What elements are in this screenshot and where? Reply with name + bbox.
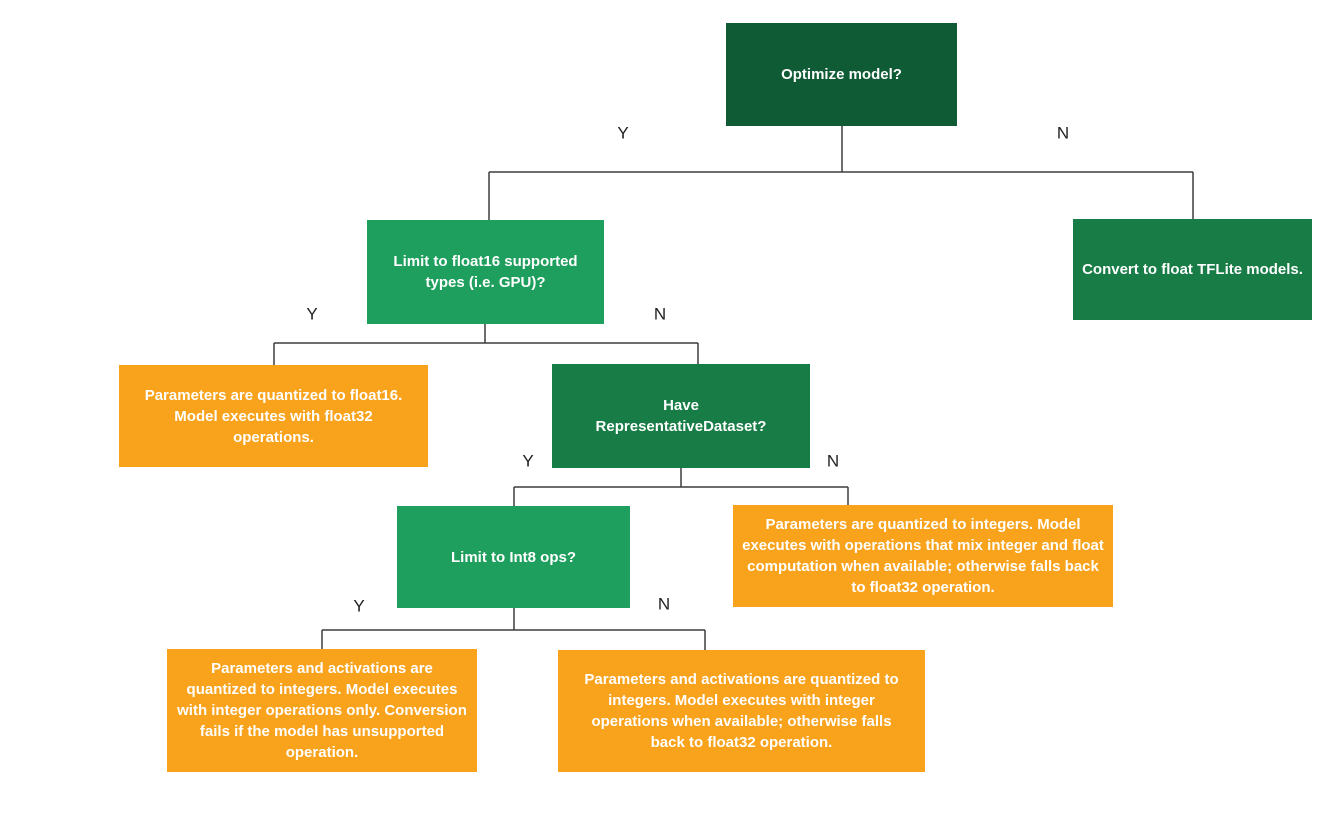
node-int8-fallback-result: Parameters and activations are quantized… xyxy=(558,650,925,772)
node-limit-int8-ops: Limit to Int8 ops? xyxy=(397,506,630,608)
node-optimize-model: Optimize model? xyxy=(726,23,957,126)
branch-label-float16-yes: Y xyxy=(306,304,318,324)
connector-float16-branch xyxy=(273,324,699,365)
branch-label-dataset-yes: Y xyxy=(522,451,534,471)
node-float16-result: Parameters are quantized to float16. Mod… xyxy=(119,365,428,467)
branch-label-optimize-yes: Y xyxy=(617,123,629,143)
node-convert-float-tflite: Convert to float TFLite models. xyxy=(1073,219,1312,320)
branch-label-float16-no: N xyxy=(653,304,667,324)
node-have-representative-dataset: Have RepresentativeDataset? xyxy=(552,364,810,468)
branch-label-dataset-no: N xyxy=(826,451,840,471)
node-int8-only-result: Parameters and activations are quantized… xyxy=(167,649,477,772)
connector-dataset-branch xyxy=(513,468,849,506)
branch-label-int8-yes: Y xyxy=(353,596,365,616)
branch-label-int8-no: N xyxy=(657,594,671,614)
connector-int8-branch xyxy=(321,608,706,650)
connector-optimize-branch xyxy=(488,126,1194,220)
node-mixed-quantization-result: Parameters are quantized to integers. Mo… xyxy=(733,505,1113,607)
node-limit-float16: Limit to float16 supported types (i.e. G… xyxy=(367,220,604,324)
branch-label-optimize-no: N xyxy=(1056,123,1070,143)
